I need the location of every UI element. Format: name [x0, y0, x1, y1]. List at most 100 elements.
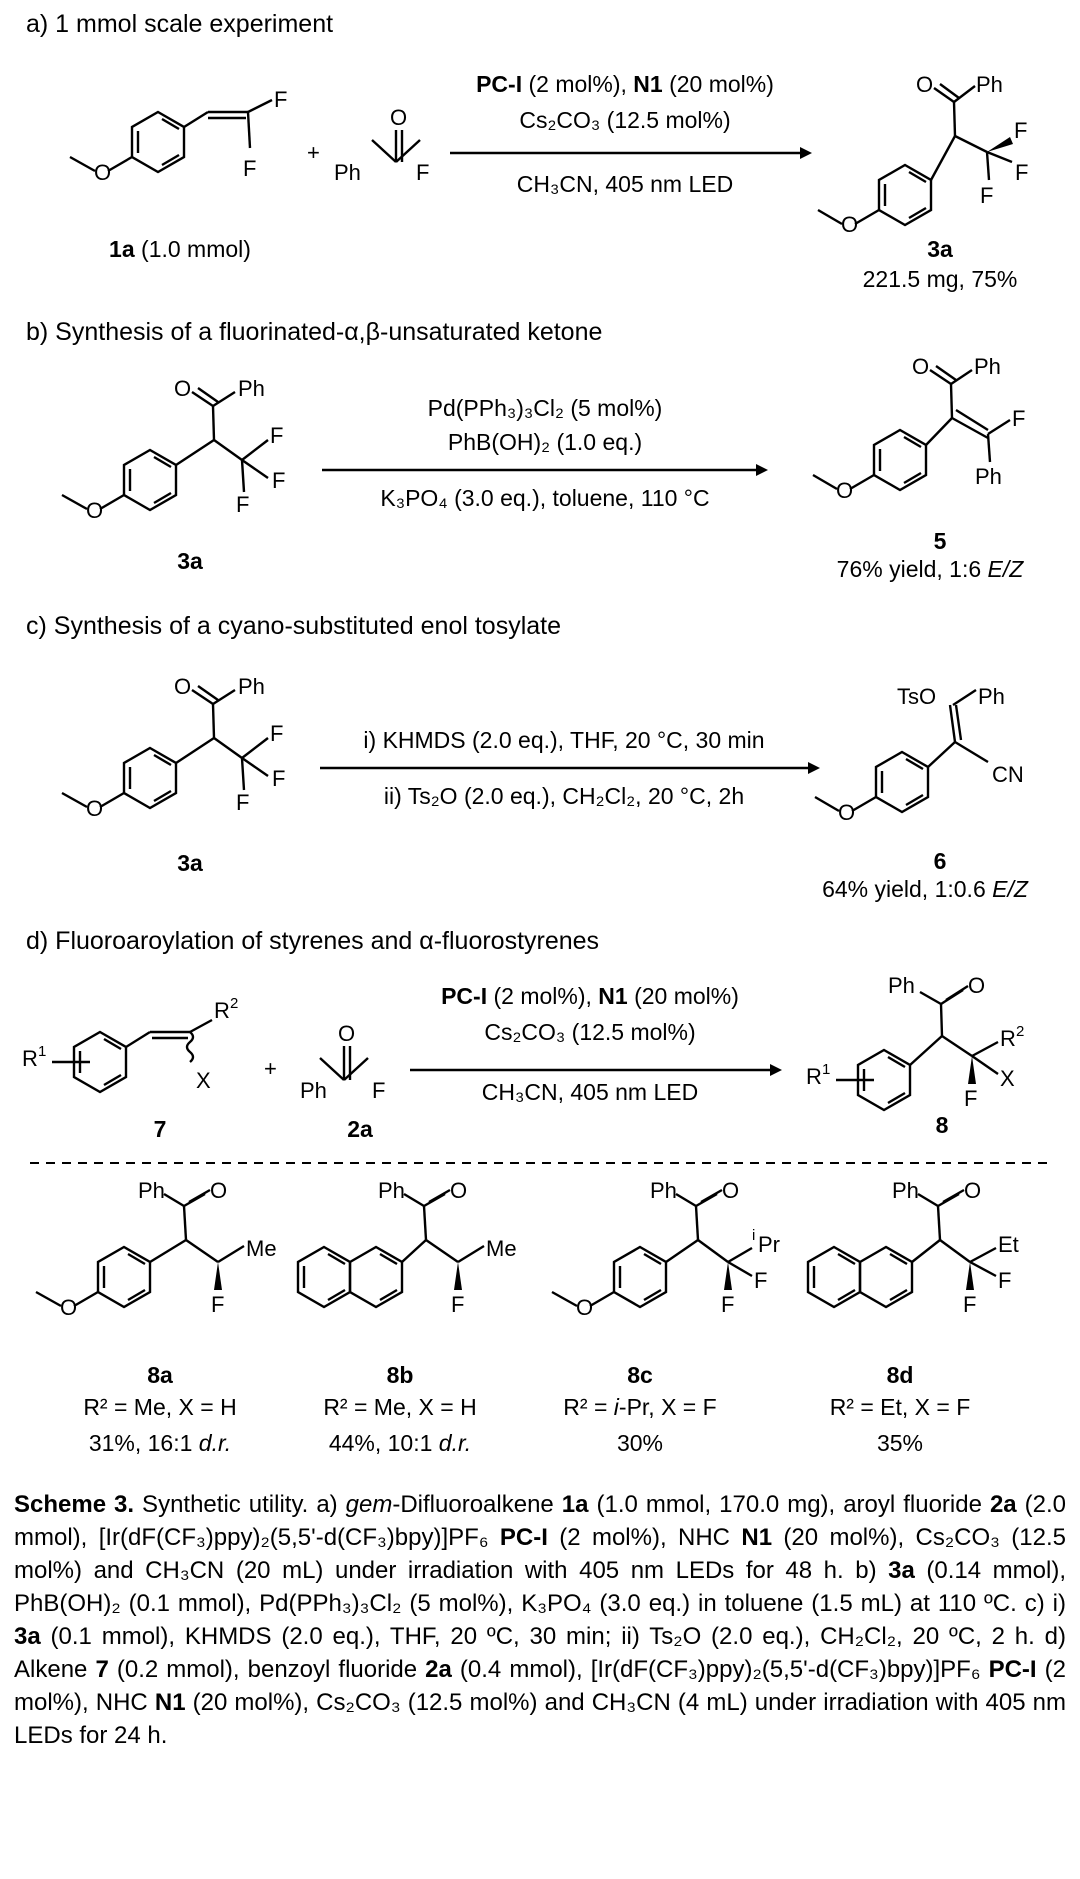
svg-text:F: F	[980, 183, 993, 208]
compound-6-structure: O TsO Ph CN	[814, 684, 1024, 825]
example-8a-substituents: R² = Me, X = H	[83, 1394, 237, 1420]
svg-text:F: F	[272, 766, 285, 791]
svg-text:O: O	[174, 376, 191, 401]
svg-text:O: O	[838, 800, 855, 825]
section-a-title: a) 1 mmol scale experiment	[26, 10, 334, 38]
svg-text:F: F	[274, 87, 287, 112]
svg-text:F: F	[243, 156, 256, 181]
compound-6-label: 6	[933, 848, 947, 874]
compound-3a-structure: O O Ph F F F	[817, 72, 1028, 237]
compound-5-structure: O O Ph F Ph	[812, 354, 1025, 503]
svg-text:R: R	[806, 1064, 822, 1089]
svg-text:X: X	[1000, 1066, 1015, 1091]
compound-3a-label-c: 3a	[177, 850, 203, 876]
svg-text:F: F	[270, 423, 283, 448]
svg-text:1: 1	[38, 1043, 46, 1060]
svg-text:F: F	[998, 1268, 1011, 1293]
svg-text:Me: Me	[246, 1236, 277, 1261]
svg-text:+: +	[307, 140, 320, 165]
scheme-b-condition-1: Pd(PPh₃)₃Cl₂ (5 mol%)	[427, 395, 663, 421]
svg-text:F: F	[236, 790, 249, 815]
svg-text:Ph: Ph	[978, 684, 1005, 709]
svg-text:O: O	[210, 1178, 227, 1203]
svg-text:O: O	[86, 796, 103, 821]
svg-text:O: O	[968, 973, 985, 998]
scheme-c-condition-1: i) KHMDS (2.0 eq.), THF, 20 °C, 30 min	[363, 727, 765, 753]
svg-text:F: F	[451, 1292, 464, 1317]
svg-text:F: F	[1012, 406, 1025, 431]
scheme-d-conditions-mid: Cs₂CO₃ (12.5 mol%)	[484, 1019, 696, 1045]
svg-text:+: +	[264, 1056, 277, 1081]
svg-text:O: O	[916, 72, 933, 97]
scheme-a-structures: O F F + O Ph F O O Ph	[69, 72, 1028, 237]
svg-text:X: X	[196, 1068, 211, 1093]
compound-1a-label: 1a (1.0 mmol)	[109, 236, 251, 262]
svg-text:F: F	[416, 160, 429, 185]
svg-text:1: 1	[822, 1061, 830, 1078]
compound-3a-label-b: 3a	[177, 548, 203, 574]
svg-text:F: F	[272, 468, 285, 493]
svg-text:Ph: Ph	[892, 1178, 919, 1203]
svg-text:i: i	[752, 1227, 755, 1244]
compound-8a-structure: O O Ph Me F	[35, 1178, 277, 1320]
svg-text:Ph: Ph	[976, 72, 1003, 97]
scheme-c-condition-2: ii) Ts₂O (2.0 eq.), CH₂Cl₂, 20 °C, 2h	[383, 783, 745, 809]
svg-text:F: F	[236, 492, 249, 517]
svg-text:Et: Et	[998, 1232, 1019, 1257]
section-b-title: b) Synthesis of a fluorinated-α,β-unsatu…	[26, 318, 603, 346]
compound-1a-structure: O F F	[69, 87, 287, 185]
svg-text:2: 2	[230, 995, 238, 1012]
svg-text:CN: CN	[992, 762, 1024, 787]
compound-8b-structure: O Ph Me F	[296, 1178, 517, 1317]
compound-3a-yield: 221.5 mg, 75%	[862, 266, 1018, 292]
svg-text:O: O	[390, 105, 407, 130]
example-8a-id: 8a	[147, 1362, 173, 1388]
svg-text:O: O	[338, 1021, 355, 1046]
svg-text:Ph: Ph	[888, 973, 915, 998]
scheme-c-structures: O O Ph F F F O TsO Ph CN	[61, 674, 1024, 825]
svg-text:O: O	[60, 1295, 77, 1320]
compound-7-structure: R 1 R 2 X	[22, 995, 238, 1094]
svg-text:F: F	[754, 1268, 767, 1293]
section-c-title: c) Synthesis of a cyano-substituted enol…	[26, 612, 562, 640]
svg-text:Ph: Ph	[238, 674, 265, 699]
scheme-d-conditions-bottom: CH₃CN, 405 nm LED	[481, 1079, 699, 1105]
compound-8c-structure: O O Ph i Pr F F	[551, 1178, 780, 1320]
scheme-a-conditions-bottom: CH₃CN, 405 nm LED	[516, 171, 734, 197]
scheme-b-structures: O O Ph F F F O O Ph F Ph	[61, 354, 1025, 523]
svg-text:Ph: Ph	[974, 354, 1001, 379]
scheme-d-conditions-top: PC-I (2 mol%), N1 (20 mol%)	[441, 983, 739, 1009]
compound-7-label: 7	[153, 1116, 167, 1142]
svg-text:2: 2	[1016, 1023, 1024, 1040]
svg-text:R: R	[214, 998, 230, 1023]
svg-text:Ph: Ph	[650, 1178, 677, 1203]
scheme-d-structures: R 1 R 2 X + O Ph F R 1 O Ph	[22, 973, 1050, 1320]
example-8b-substituents: R² = Me, X = H	[323, 1394, 477, 1420]
svg-text:F: F	[963, 1292, 976, 1317]
svg-text:F: F	[372, 1078, 385, 1103]
svg-text:F: F	[1015, 160, 1028, 185]
svg-text:O: O	[836, 478, 853, 503]
svg-text:Ph: Ph	[975, 464, 1002, 489]
svg-text:Ph: Ph	[238, 376, 265, 401]
compound-2a-structure: O Ph F	[300, 1021, 385, 1103]
svg-text:TsO: TsO	[897, 684, 936, 709]
example-8c-id: 8c	[627, 1362, 653, 1388]
svg-text:R: R	[1000, 1026, 1016, 1051]
svg-text:Pr: Pr	[758, 1232, 780, 1257]
svg-text:O: O	[174, 674, 191, 699]
compound-6-yield: 64% yield, 1:0.6 E/Z	[822, 876, 1028, 902]
compound-3a-reactant-b: O O Ph F F F	[61, 376, 285, 523]
svg-text:Ph: Ph	[334, 160, 361, 185]
svg-text:F: F	[1014, 118, 1027, 143]
benzoyl-fluoride-structure: O Ph F	[334, 105, 429, 185]
compound-2a-label: 2a	[347, 1116, 373, 1142]
scheme-a-conditions-mid: Cs₂CO₃ (12.5 mol%)	[519, 107, 731, 133]
scheme-b-condition-2: PhB(OH)₂ (1.0 eq.)	[447, 429, 643, 455]
scheme-caption: Scheme 3. Synthetic utility. a) gem-Difl…	[14, 1491, 1066, 1749]
compound-3a-label: 3a	[927, 236, 953, 262]
example-8d-yield: 35%	[876, 1430, 924, 1456]
svg-text:F: F	[964, 1086, 977, 1111]
section-d-title: d) Fluoroaroylation of styrenes and α-fl…	[26, 927, 600, 955]
svg-text:O: O	[722, 1178, 739, 1203]
